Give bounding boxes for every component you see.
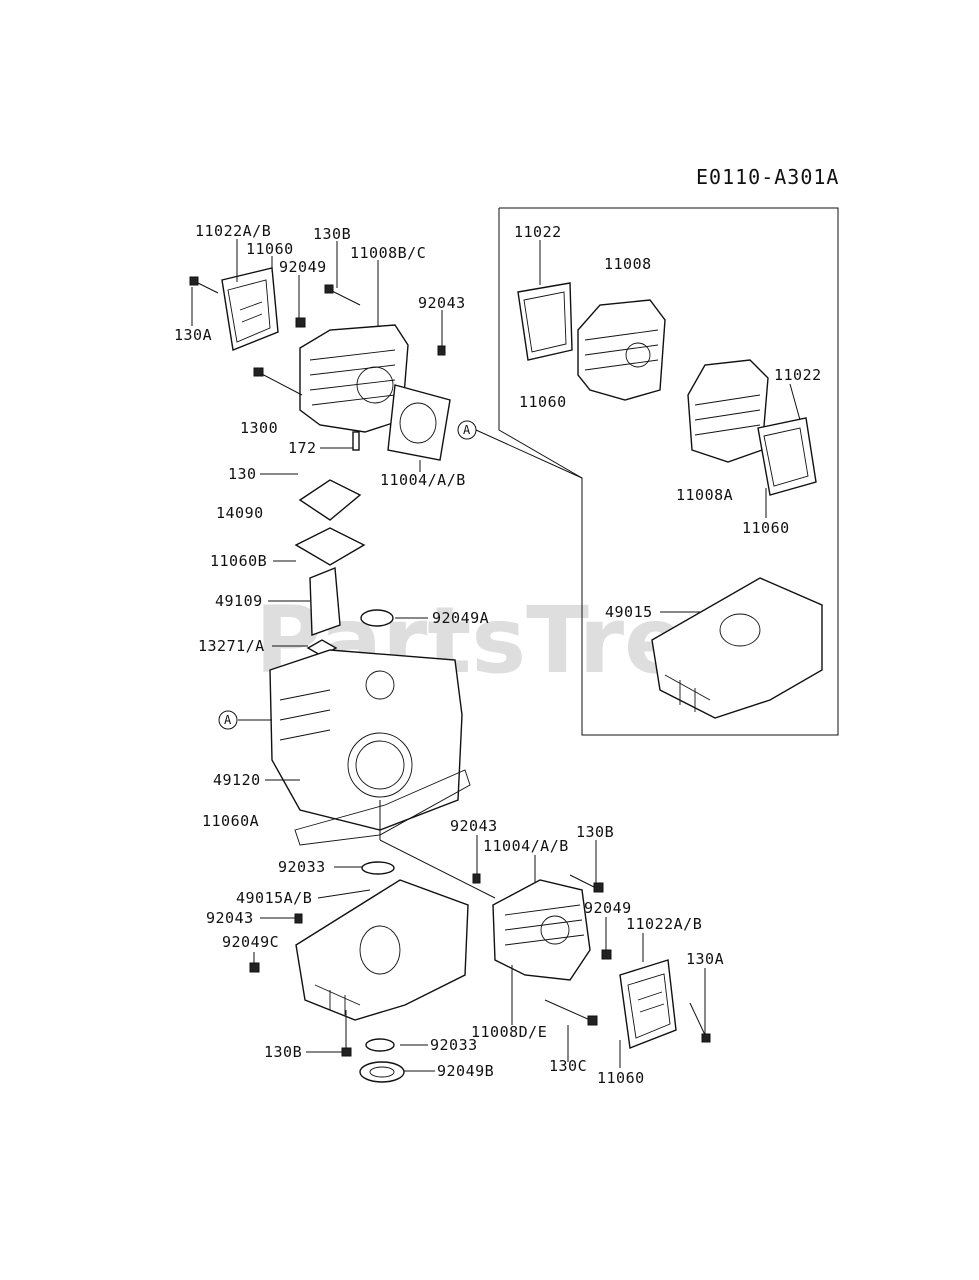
label-130b-right: 130B [576, 823, 614, 841]
ref-circle-a-lower: A [218, 710, 238, 730]
gasket-upper [387, 384, 451, 461]
label-92049-upper: 92049 [279, 258, 327, 276]
label-13271a: 13271/A [198, 637, 265, 655]
label-130a-upper: 130A [174, 326, 212, 344]
label-11008de: 11008D/E [471, 1023, 547, 1041]
label-92043-right: 92043 [450, 817, 498, 835]
bolt-130a-upper [189, 276, 219, 294]
crankcase-cover-49015a [295, 879, 469, 1021]
cylinder-head-lower [492, 879, 591, 981]
label-92049a: 92049A [432, 609, 489, 627]
nut-92049-right [601, 949, 612, 960]
label-130b-lower: 130B [264, 1043, 302, 1061]
label-92049c: 92049C [222, 933, 279, 951]
label-172: 172 [288, 439, 317, 457]
plug-92049c [249, 962, 260, 973]
svg-text:A: A [224, 713, 232, 727]
label-49120: 49120 [213, 771, 261, 789]
dowel-92043-lower [294, 913, 303, 924]
oring-92033-lower [365, 1038, 395, 1052]
diagram-code: E0110-A301A [696, 165, 839, 189]
label-11008bc: 11008B/C [350, 244, 426, 262]
svg-text:A: A [463, 423, 471, 437]
nut-92049-upper [295, 317, 306, 328]
label-14090: 14090 [216, 504, 264, 522]
label-1300: 1300 [240, 419, 278, 437]
label-92043-lower: 92043 [206, 909, 254, 927]
dowel-92043-right [472, 873, 481, 884]
breather-49109 [309, 567, 341, 636]
bolt-130c [544, 999, 598, 1026]
label-92043-upper: 92043 [418, 294, 466, 312]
gasket-11060a [294, 769, 471, 846]
inset-crankcase-cover-49015 [651, 577, 823, 719]
part-labels: 11022A/B 11060 130B 92049 11008B/C 92043… [174, 222, 822, 1087]
inset-head-cover-11022b [757, 417, 817, 496]
label-inset-11060: 11060 [519, 393, 567, 411]
label-inset-11022b: 11022 [774, 366, 822, 384]
label-130a-lower: 130A [686, 950, 724, 968]
label-11004ab-lower: 11004/A/B [483, 837, 569, 855]
inset-head-cover-11022 [517, 282, 573, 361]
label-92033-upper: 92033 [278, 858, 326, 876]
ref-circle-a-upper: A [457, 420, 477, 440]
head-cover-lower [619, 959, 677, 1049]
label-92049-right: 92049 [584, 899, 632, 917]
bolt-1300-upper [253, 367, 303, 396]
head-cover-upper [221, 267, 279, 351]
inset-box [498, 207, 839, 736]
leader-lines [191, 239, 801, 1072]
inset-link-line [475, 429, 583, 479]
seal-92049a [360, 609, 394, 627]
label-inset-49015: 49015 [605, 603, 653, 621]
gasket-11060b [294, 527, 366, 566]
label-49015ab: 49015A/B [236, 889, 312, 907]
dowel-92043-upper [437, 345, 446, 356]
bolt-130a-lower [689, 1002, 711, 1043]
label-inset-11008: 11008 [604, 255, 652, 273]
label-49109: 49109 [215, 592, 263, 610]
label-130c: 130C [549, 1057, 587, 1075]
plate-14090 [298, 479, 362, 521]
label-11022ab-upper: 11022A/B [195, 222, 271, 240]
label-11004ab-upper: 11004/A/B [380, 471, 466, 489]
label-11060a: 11060A [202, 812, 259, 830]
label-11060-lower: 11060 [597, 1069, 645, 1087]
stud-172 [352, 431, 360, 451]
label-11060-upper: 11060 [246, 240, 294, 258]
bolt-130b-upper [324, 284, 361, 306]
label-inset-11060b: 11060 [742, 519, 790, 537]
label-92049b: 92049B [437, 1062, 494, 1080]
inset-cylinder-head-11008a [687, 359, 769, 463]
label-11060b: 11060B [210, 552, 267, 570]
seal-92049b [359, 1061, 405, 1083]
axis-line-2 [379, 839, 496, 899]
label-130: 130 [228, 465, 257, 483]
inset-cylinder-head-11008 [577, 299, 666, 401]
crankcase-49120 [269, 649, 463, 831]
label-92033-lower: 92033 [430, 1036, 478, 1054]
bolt-130b-right [569, 874, 604, 893]
label-inset-11008a: 11008A [676, 486, 733, 504]
label-130b-upper: 130B [313, 225, 351, 243]
label-11022ab-lower: 11022A/B [626, 915, 702, 933]
oring-92033-upper [361, 861, 395, 875]
label-inset-11022: 11022 [514, 223, 562, 241]
